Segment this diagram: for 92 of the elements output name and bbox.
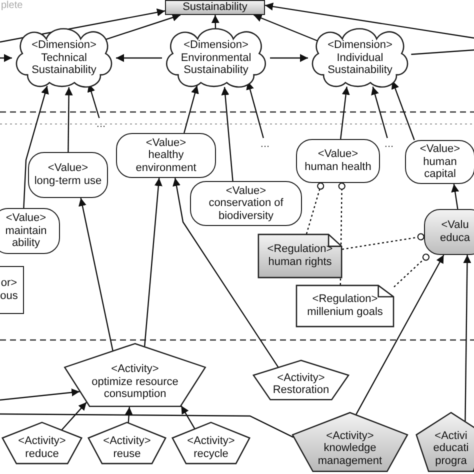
node-text: reduce [25, 448, 59, 460]
activity-pentagon [172, 422, 250, 464]
arrow [184, 85, 199, 134]
arrow [391, 80, 415, 140]
arrow [451, 184, 460, 210]
arrow [221, 87, 234, 182]
value-box [116, 133, 216, 178]
node-text: <Value> [146, 136, 186, 150]
node-text: educa [440, 232, 470, 245]
arrow [180, 406, 196, 429]
node-text: Individual Sustainability [326, 52, 394, 77]
node-text: <Value> [318, 148, 358, 161]
arrow [356, 254, 444, 415]
ellipsis-text: ... [379, 138, 399, 150]
node-text: healthy environment [134, 149, 198, 174]
circle-end-connector [394, 254, 430, 288]
node-text: <Value> [420, 143, 460, 156]
process-box [165, 0, 265, 15]
note-shape [296, 285, 394, 327]
note-text: plete [1, 0, 23, 11]
node-text: <Activity> [326, 430, 374, 442]
node-text: reuse [113, 448, 141, 460]
arrow [253, 14, 318, 42]
node-text: ous [0, 290, 18, 303]
node-text: <Regulation> [267, 243, 333, 256]
node-text: millenium goals [307, 306, 383, 319]
node-text: <Dimension> [328, 39, 392, 52]
value-box [296, 139, 380, 183]
process-box [0, 266, 24, 314]
arrow [270, 54, 308, 62]
node-text: conservation of biodiversity [208, 197, 284, 222]
node-text: long-term use [34, 175, 102, 188]
arrow [64, 87, 73, 152]
node-text: <Dimension> [184, 39, 248, 52]
arrow [104, 14, 181, 40]
arrow [23, 86, 49, 208]
ellipsis-text: ... [255, 138, 275, 150]
arrow [116, 54, 162, 62]
node-text: <Valu [441, 219, 469, 232]
node-text: <Activity> [18, 434, 66, 448]
node-text: <Activity> [103, 434, 151, 448]
activity-pentagon [416, 412, 474, 472]
node-text: <Activi [434, 430, 468, 442]
node-text: or> [0, 277, 18, 290]
node-text: <Dimension> [32, 39, 96, 52]
arrow [340, 86, 350, 140]
arrow [211, 14, 220, 28]
node-text: <Regulation> [312, 293, 378, 306]
node-text: knowledge management [316, 442, 384, 468]
arrow [463, 255, 472, 422]
node-text: optimize resource consumption [90, 376, 180, 401]
ellipsis-text: ... [91, 118, 111, 130]
connector-line [0, 413, 294, 438]
node-text: Environmental Sustainability [180, 52, 252, 77]
node-text: human rights [268, 256, 332, 269]
activity-pentagon [64, 343, 206, 407]
arrow [0, 388, 80, 401]
node-text: <Activity> [187, 434, 235, 448]
activity-pentagon [253, 360, 349, 400]
note-shape [258, 234, 342, 278]
arrow [144, 178, 162, 346]
connector-line [411, 49, 474, 55]
value-box [28, 152, 108, 198]
arrow [172, 178, 279, 368]
value-box [405, 140, 474, 184]
arrow [61, 402, 87, 430]
circle-end-connector [306, 182, 324, 234]
activity-pentagon [88, 422, 166, 464]
activity-pentagon [292, 412, 408, 472]
arrow [78, 198, 114, 351]
node-text: human capital [422, 156, 458, 181]
node-text: Technical Sustainability [30, 52, 98, 77]
circle-end-connector [342, 233, 424, 250]
node-text: educati progra [432, 442, 470, 468]
node-text: Restoration [272, 384, 330, 398]
node-text: <Value> [226, 184, 266, 198]
value-box [190, 181, 302, 226]
node-text: <Activity> [111, 363, 159, 376]
node-text: <Activity> [277, 372, 325, 384]
node-text: <Value> [6, 212, 46, 225]
arrow [371, 86, 388, 138]
node-text: maintain ability [4, 224, 48, 250]
arrow [0, 54, 12, 62]
node-text: <Value> [48, 162, 88, 175]
node-text: Sustainability [182, 1, 248, 14]
node-text: human health [304, 161, 372, 174]
arrow [264, 2, 474, 39]
node-text: recycle [194, 448, 228, 460]
arrow [124, 406, 133, 423]
value-box [424, 209, 474, 255]
activity-pentagon [2, 422, 82, 464]
value-box [0, 208, 60, 254]
